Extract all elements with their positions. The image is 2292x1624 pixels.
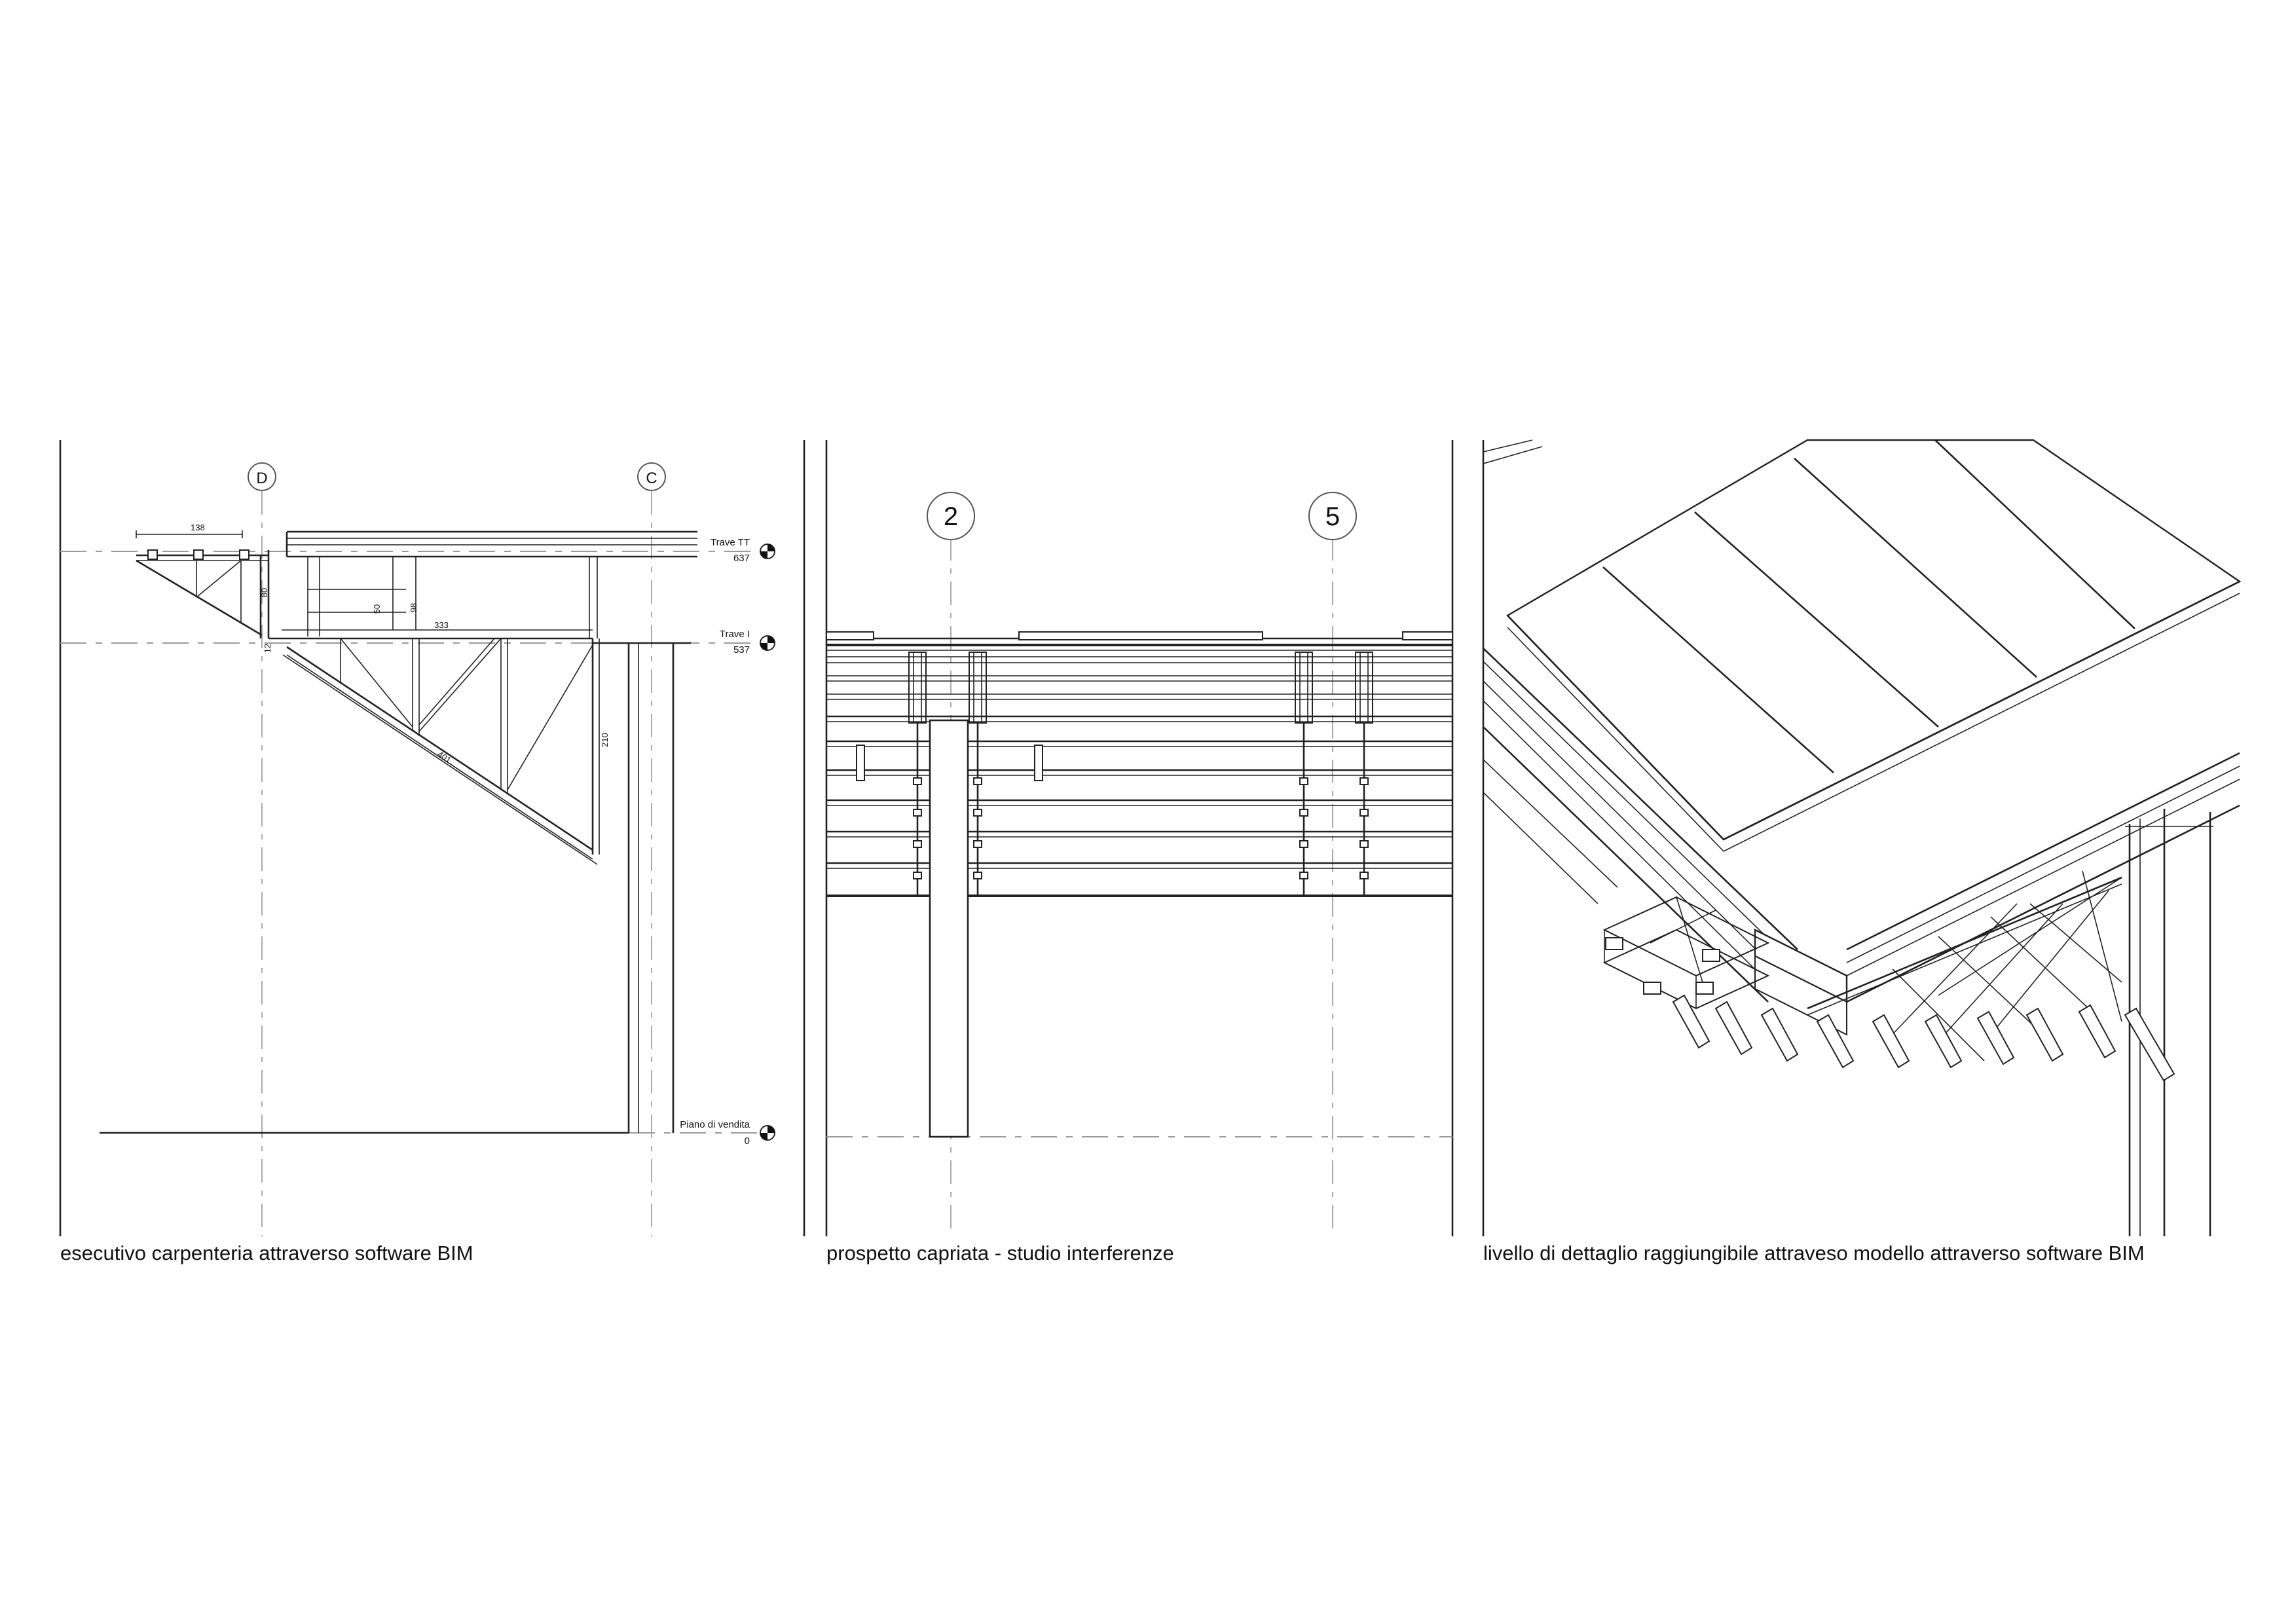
grid-marker-c: C [637, 462, 666, 491]
datum-symbol-trave-tt [760, 544, 775, 559]
level-piano-name: Piano di vendita [680, 1119, 750, 1130]
steel-column [593, 642, 691, 1133]
dim-333: 333 [434, 620, 449, 630]
grid-marker-2: 2 [927, 492, 975, 540]
space-truss [1807, 870, 2122, 1061]
purlins [826, 675, 1452, 897]
grid-marker-2-label: 2 [944, 502, 958, 531]
cantilever-truss [136, 530, 270, 638]
upper-edge-lines [1483, 439, 1543, 464]
dim-80: 80 [259, 588, 269, 597]
dim-98: 98 [409, 603, 418, 612]
level-trave-i-name: Trave I [720, 629, 750, 640]
grid-marker-d-label: D [256, 470, 267, 487]
roof-beam-tt [268, 530, 697, 640]
panel-carpentry-section: D C Trave TT 637 Trave I 537 Piano di ve… [59, 440, 805, 1236]
caption-truss-elevation: prospetto capriata - studio interferenze [826, 1242, 1174, 1264]
grid-marker-d: D [248, 462, 276, 491]
purlin-ends [1672, 994, 2175, 1082]
hanger-4 [1355, 652, 1373, 897]
grid-marker-5-label: 5 [1325, 502, 1340, 531]
dim-138: 138 [191, 523, 205, 532]
grid-marker-c-label: C [646, 470, 657, 487]
datum-symbol-piano [760, 1125, 775, 1141]
cantilever-bracket [1602, 896, 1770, 1010]
level-piano-value: 0 [745, 1135, 750, 1147]
level-trave-tt-name: Trave TT [711, 537, 750, 548]
grid-marker-5: 5 [1308, 492, 1357, 540]
hanger-2 [969, 652, 987, 897]
roof-slab-panels [1506, 439, 2242, 852]
dim-210: 210 [600, 733, 610, 747]
transverse-beam [1846, 752, 2240, 1003]
dim-401: 401 [435, 749, 453, 766]
roof-band [826, 631, 1453, 663]
sloped-truss [282, 638, 600, 865]
axon-column [2128, 809, 2211, 1236]
hanger-1 [908, 652, 927, 897]
caption-carpentry: esecutivo carpenteria attraverso softwar… [60, 1242, 473, 1264]
panel-truss-elevation: 2 5 [825, 440, 1454, 1236]
dim-50: 50 [372, 604, 382, 614]
caption-axonometric: livello di dettaglio raggiungibile attra… [1483, 1242, 2145, 1264]
column-elevation [929, 719, 969, 1138]
hanger-3 [1295, 652, 1313, 897]
datum-symbol-trave-i [760, 635, 775, 651]
level-trave-tt-value: 637 [733, 553, 750, 564]
longitudinal-beam [1483, 648, 1848, 1036]
panel-axonometric-detail [1482, 439, 2242, 1236]
level-trave-i-value: 537 [733, 644, 750, 655]
dim-12: 12 [263, 644, 272, 653]
